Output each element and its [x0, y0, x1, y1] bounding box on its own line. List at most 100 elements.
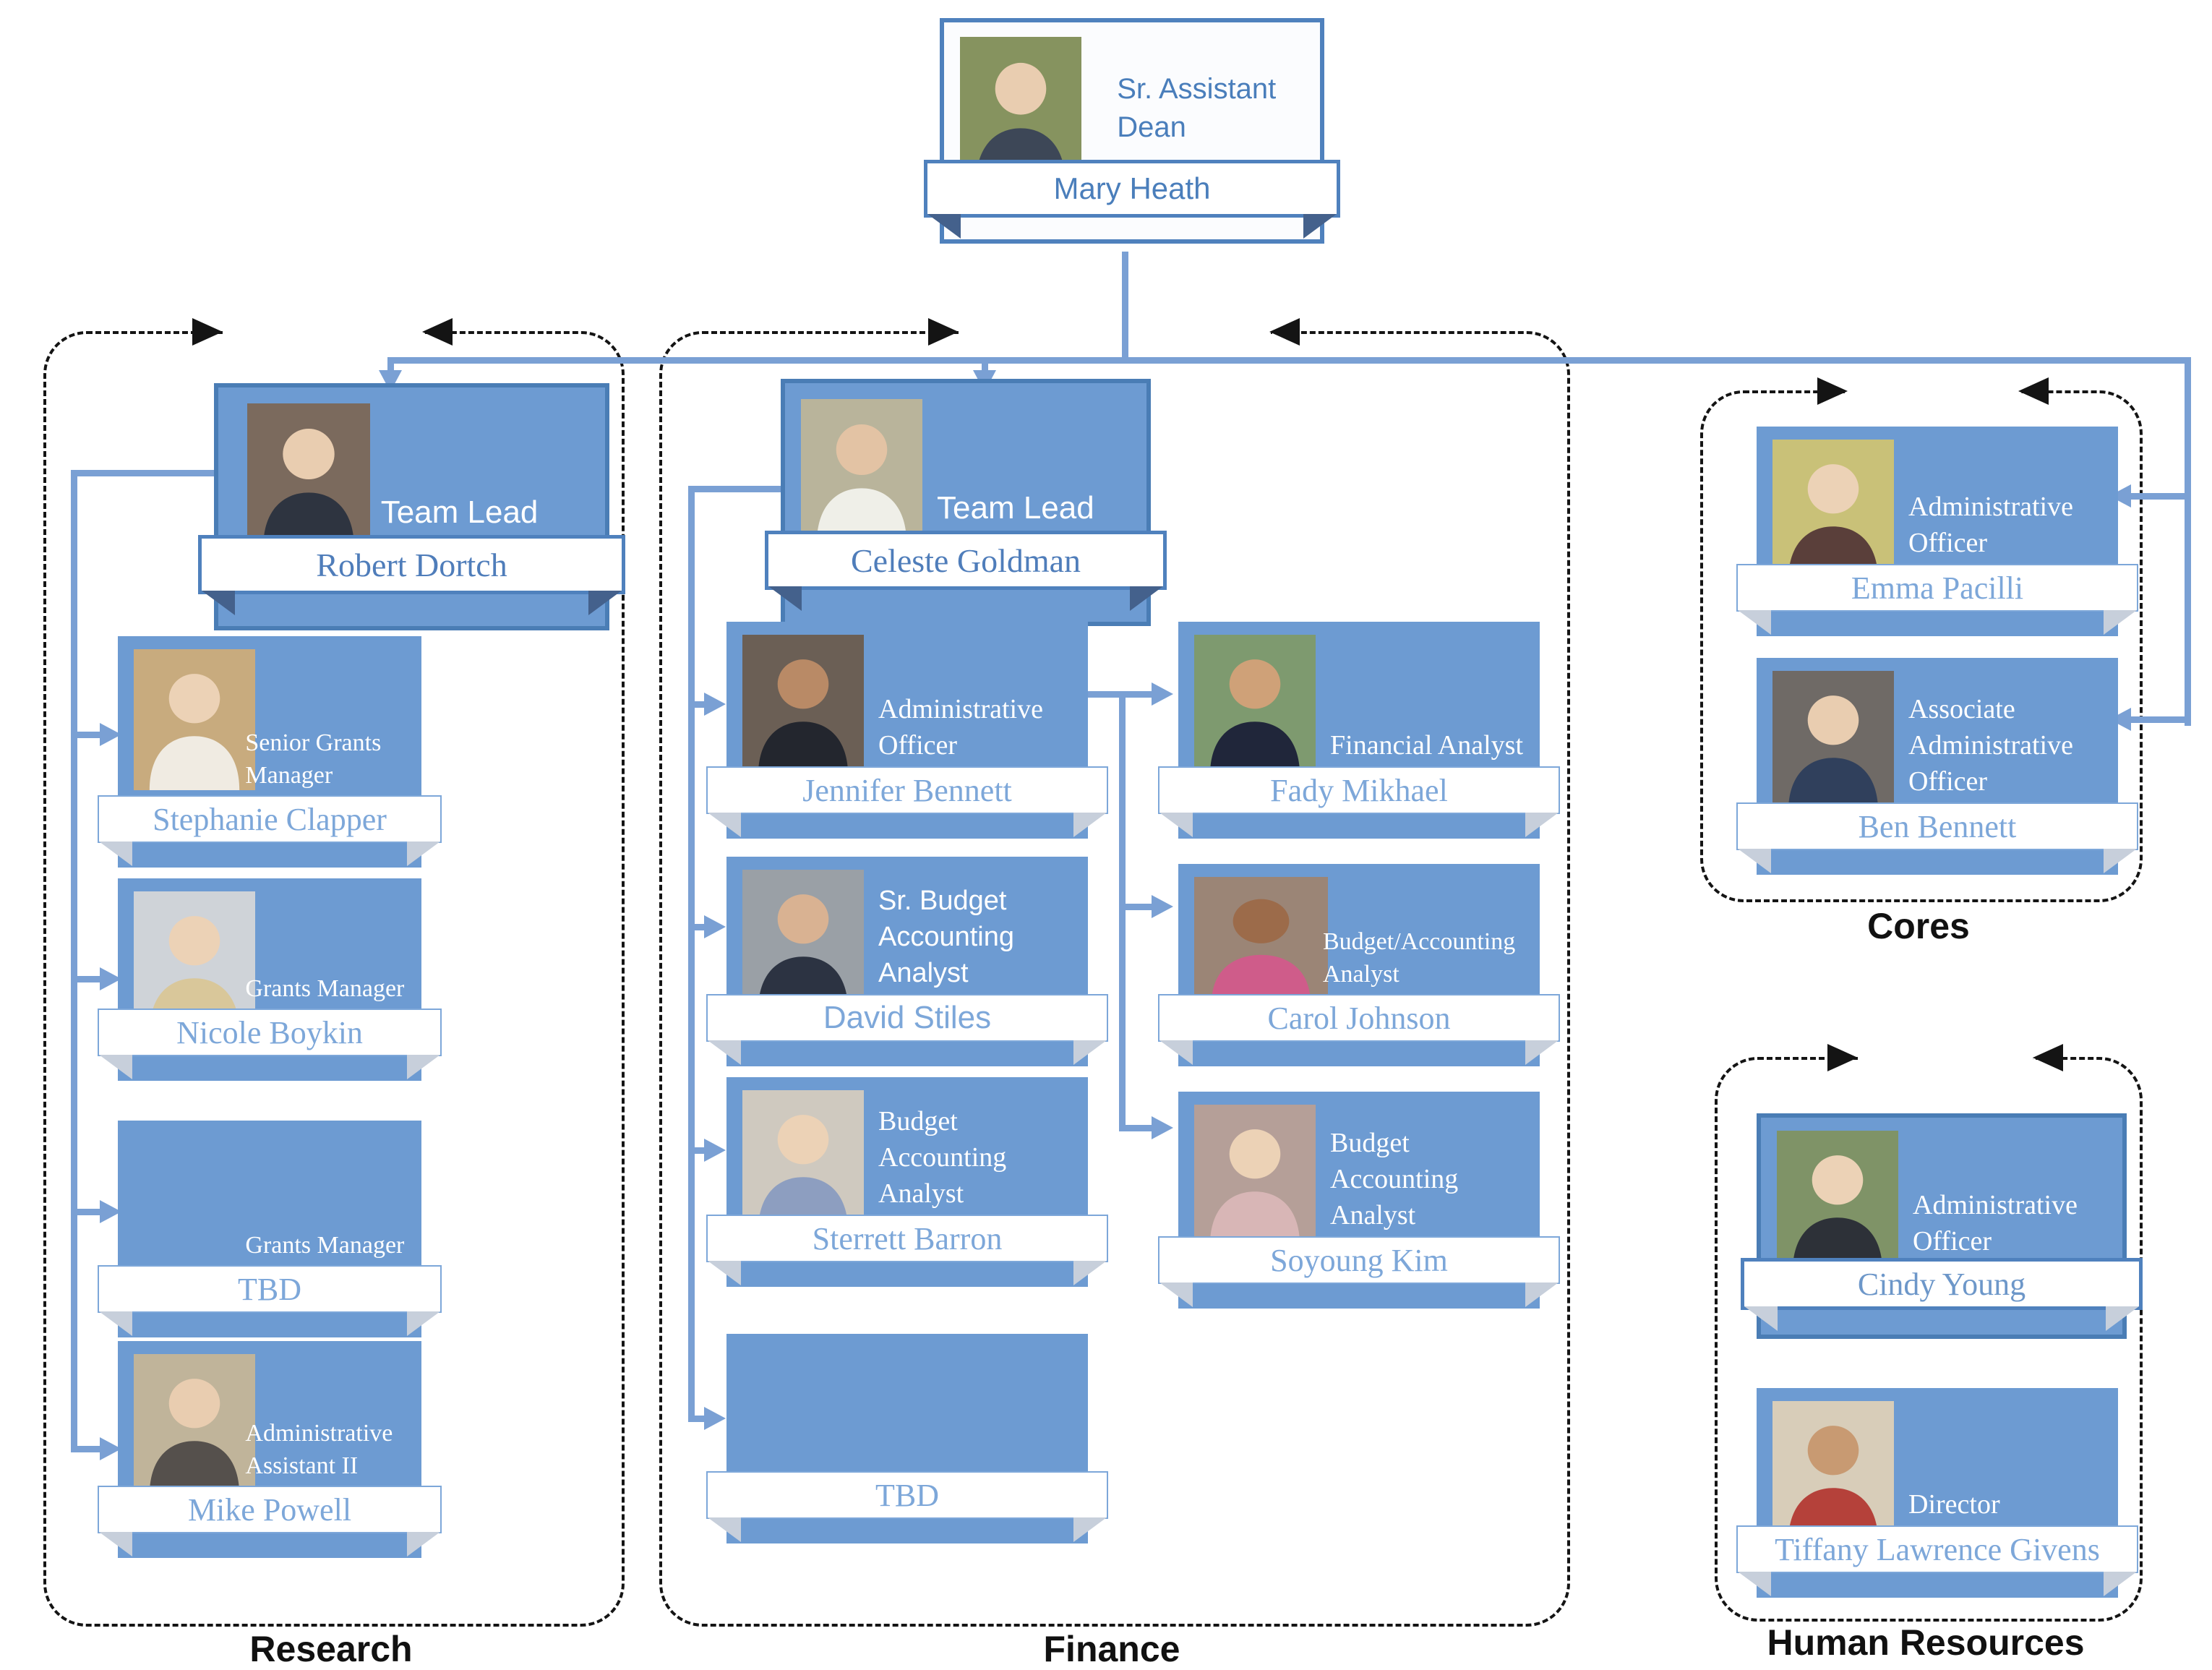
name-banner: Celeste Goldman: [765, 531, 1167, 611]
job-title: Sr. Budget Accounting Analyst: [878, 885, 1015, 988]
ribbon-fold-icon: [1303, 214, 1337, 239]
employee-name: Celeste Goldman: [850, 541, 1081, 579]
employee-name: Mike Powell: [187, 1491, 352, 1528]
person-photo-placeholder: [247, 403, 370, 548]
job-title: Team Lead: [380, 494, 539, 530]
connector-branch: [688, 924, 707, 930]
person-photo-placeholder: [1772, 440, 1894, 581]
employee-photo: [1772, 1401, 1894, 1542]
person-photo-placeholder: [742, 1090, 864, 1231]
person-photo-placeholder: [1194, 1105, 1316, 1246]
org-card-soyoung-kim: Budget Accounting Analyst Soyoung Kim: [1158, 1092, 1560, 1309]
connector-to-ben: [2131, 716, 2191, 723]
org-card-carol-johnson: Budget/Accounting Analyst Carol Johnson: [1158, 864, 1560, 1066]
arrow-right-icon: [704, 693, 726, 716]
employee-photo: [1194, 635, 1316, 776]
dashed-arrow-left-icon: [1269, 318, 1300, 346]
connector-to-research-lead: [387, 357, 394, 373]
job-title: Administrative Officer: [878, 693, 1043, 761]
org-card-tiffany-lawrence-givens: Director Tiffany Lawrence Givens: [1736, 1388, 2138, 1598]
person-photo-placeholder: [1772, 1401, 1894, 1542]
person-photo-placeholder: [134, 1354, 255, 1495]
name-banner: Carol Johnson: [1158, 994, 1560, 1065]
employee-photo: [801, 399, 922, 544]
employee-photo: [1772, 671, 1894, 812]
job-title: Budget Accounting Analyst: [1330, 1127, 1459, 1230]
org-card-sterrett-barron: Budget Accounting Analyst Sterrett Barro…: [706, 1077, 1108, 1287]
employee-photo: [742, 870, 864, 1011]
connector-to-finance-lead: [982, 357, 988, 373]
employee-name: Robert Dortch: [316, 546, 507, 583]
name-banner: Sterrett Barron: [706, 1215, 1108, 1285]
dashed-arrow-left-icon: [2033, 1044, 2063, 1071]
name-banner: Nicole Boykin: [98, 1009, 442, 1079]
dashed-arrow-left-icon: [2018, 377, 2049, 405]
job-title: Sr. Assistant Dean: [1117, 73, 1277, 143]
employee-name: Carol Johnson: [1267, 1000, 1451, 1036]
arrow-right-icon: [1152, 895, 1173, 918]
connector-research-lead-stub: [71, 470, 214, 476]
name-banner: Mary Heath: [924, 160, 1340, 239]
arrow-right-icon: [704, 1139, 726, 1162]
connector-finance-trunk: [688, 486, 695, 1418]
name-banner: Emma Pacilli: [1736, 564, 2138, 635]
job-title: Senior Grants Manager: [245, 729, 382, 789]
employee-photo: [1777, 1131, 1898, 1272]
person-photo-placeholder: [134, 649, 255, 790]
employee-photo: [1194, 877, 1328, 1003]
finance-label: Finance: [1043, 1629, 1180, 1669]
employee-name: Mary Heath: [1053, 171, 1211, 205]
job-title: Budget Accounting Analyst: [878, 1105, 1007, 1209]
job-title: Administrative Officer: [1913, 1189, 2078, 1256]
employee-name: TBD: [238, 1271, 301, 1307]
hr-label: Human Resources: [1767, 1622, 2085, 1663]
dashed-arrow-right-icon: [928, 318, 959, 346]
name-banner: Fady Mikhael: [1158, 766, 1560, 837]
org-card-cindy-young: Administrative Officer Cindy Young: [1741, 1113, 2143, 1339]
dashed-arrow-right-icon: [1827, 1044, 1858, 1071]
person-photo-placeholder: [1772, 671, 1894, 812]
org-card-celeste-goldman: Team Lead Celeste Goldman: [765, 379, 1167, 626]
dashed-arrow-left-icon: [422, 318, 453, 346]
connector-branch: [71, 1209, 103, 1215]
person-photo-placeholder: [742, 635, 864, 776]
employee-name: Fady Mikhael: [1270, 772, 1448, 808]
job-title: Grants Manager: [245, 1232, 405, 1259]
org-card-tbd-finance: TBD: [706, 1334, 1108, 1543]
job-title: Team Lead: [937, 489, 1094, 526]
job-title: Budget/Accounting Analyst: [1323, 928, 1516, 988]
employee-photo: [742, 1090, 864, 1231]
name-banner: Cindy Young: [1741, 1258, 2143, 1331]
job-title: Director: [1908, 1489, 2000, 1520]
employee-photo: [247, 403, 370, 548]
org-card-jennifer-bennett: Administrative Officer Jennifer Bennett: [706, 622, 1108, 839]
connector-branch: [71, 732, 103, 738]
employee-name: Jennifer Bennett: [802, 772, 1012, 808]
name-banner: TBD: [706, 1471, 1108, 1542]
name-banner: Soyoung Kim: [1158, 1236, 1560, 1307]
person-photo-placeholder: [1194, 877, 1328, 1003]
connector-main-horizontal: [387, 357, 2191, 364]
connector-branch: [71, 976, 103, 982]
ribbon-fold-icon: [927, 214, 961, 239]
finance-outline-gap: [959, 325, 1271, 338]
org-card-tbd-grants-manager: Grants Manager TBD: [98, 1121, 442, 1337]
job-title: Grants Manager: [245, 975, 405, 1003]
connector-cores-trunk: [2185, 357, 2191, 726]
cores-outline-gap: [1848, 385, 2020, 398]
employee-photo: [134, 649, 255, 790]
name-banner: Jennifer Bennett: [706, 766, 1108, 837]
name-banner: Mike Powell: [98, 1486, 442, 1556]
person-photo-placeholder: [801, 399, 922, 544]
arrow-right-icon: [704, 1407, 726, 1430]
connector-research-trunk: [71, 470, 77, 1449]
hr-outline-gap: [1858, 1051, 2033, 1064]
connector-finance-right-trunk: [1119, 691, 1126, 1129]
employee-name: Sterrett Barron: [812, 1220, 1003, 1256]
name-banner: Ben Bennett: [1736, 802, 2138, 873]
connector-branch: [1119, 904, 1153, 910]
employee-photo: [1772, 440, 1894, 581]
name-banner: Stephanie Clapper: [98, 795, 442, 866]
name-banner: Tiffany Lawrence Givens: [1736, 1525, 2138, 1596]
